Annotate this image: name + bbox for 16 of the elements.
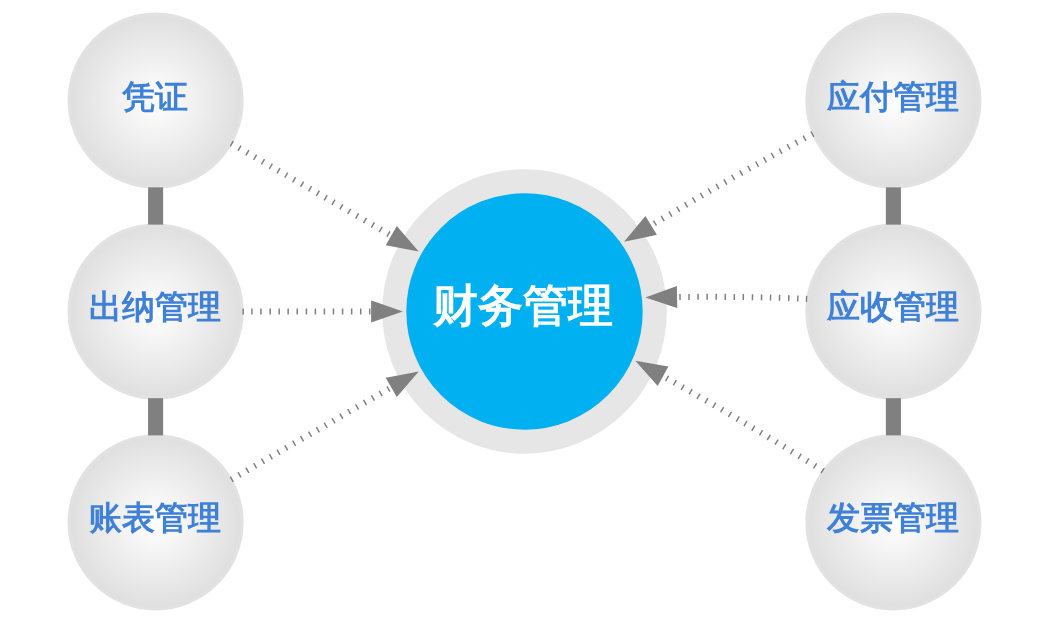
node-circle: 账表管理 [67,434,244,611]
node-circle: 出纳管理 [67,223,244,400]
connector [147,398,163,436]
arrow [229,371,419,483]
node-circle: 应收管理 [804,223,981,400]
node-circle: 发票管理 [804,434,981,611]
connector [885,187,901,225]
arrow [634,360,825,474]
connector [147,187,163,225]
node-circle: 凭证 [67,12,244,189]
arrow [623,131,814,242]
arrow [241,300,403,323]
connector [885,398,901,436]
arrow [644,285,807,309]
node-circle: 应付管理 [804,12,981,189]
arrow [229,140,419,252]
